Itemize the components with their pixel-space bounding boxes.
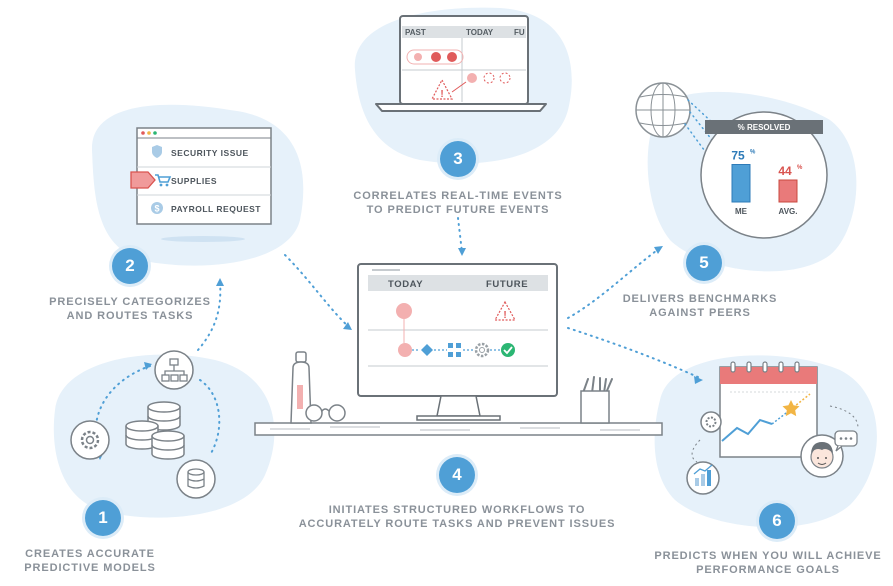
benchmark-unit-avg: % xyxy=(797,165,803,171)
step-6-line-1: PREDICTS WHEN YOU WILL ACHIEVE xyxy=(654,550,882,562)
goal-path xyxy=(691,405,859,463)
benchmark-avg-label: AVG. xyxy=(779,207,798,216)
step-1-line-2: PREDICTIVE MODELS xyxy=(24,562,156,574)
step-1-badge: 1 xyxy=(85,500,121,536)
gear-icon xyxy=(70,420,110,460)
svg-text:!: ! xyxy=(503,310,506,321)
desk xyxy=(254,422,663,436)
cart-icon xyxy=(155,174,172,187)
shield-icon xyxy=(152,145,162,158)
category-security: SECURITY ISSUE xyxy=(171,148,249,158)
category-supplies: SUPPLIES xyxy=(171,176,217,186)
step-3-badge: 3 xyxy=(440,141,476,177)
selection-tag xyxy=(130,171,156,189)
monitor: TODAY FUTURE ! xyxy=(357,263,558,421)
star-icon xyxy=(782,400,800,417)
step-2-line-1: PRECISELY CATEGORIZES xyxy=(49,296,211,308)
chart-icon xyxy=(686,461,720,495)
step-6-badge: 6 xyxy=(759,503,795,539)
database-icon xyxy=(176,459,216,499)
hierarchy-icon xyxy=(154,350,194,390)
benchmark-bar-me xyxy=(731,164,751,203)
benchmark-title: % RESOLVED xyxy=(738,123,791,132)
step-1-caption: CREATES ACCURATE PREDICTIVE MODELS xyxy=(20,547,160,575)
step-3-caption: CORRELATES REAL-TIME EVENTS TO PREDICT F… xyxy=(338,189,578,217)
benchmark-me-label: ME xyxy=(735,207,748,216)
step-5-caption: DELIVERS BENCHMARKS AGAINST PEERS xyxy=(610,292,790,320)
step-6-line-2: PERFORMANCE GOALS xyxy=(696,564,840,576)
step-5-badge: 5 xyxy=(686,245,722,281)
globe-icon xyxy=(635,82,691,138)
small-gear-icon xyxy=(700,411,722,433)
category-window: $ SECURITY ISSUE SUPPLIES PAYROLL REQUES… xyxy=(130,127,272,242)
step-4-caption: INITIATES STRUCTURED WORKFLOWS TO ACCURA… xyxy=(290,503,624,531)
benchmark-value-me: 75 xyxy=(731,149,745,163)
step-4-line-2: ACCURATELY ROUTE TASKS AND PREVENT ISSUE… xyxy=(298,518,616,530)
avatar-icon xyxy=(800,434,844,478)
calendar-icon xyxy=(719,361,818,458)
step-5-line-1: DELIVERS BENCHMARKS xyxy=(622,293,778,305)
step-4-badge: 4 xyxy=(439,457,475,493)
step-6-caption: PREDICTS WHEN YOU WILL ACHIEVE PERFORMAN… xyxy=(648,549,888,577)
step-2-line-2: AND ROUTES TASKS xyxy=(66,310,194,322)
laptop: PAST TODAY FU ! xyxy=(375,15,547,112)
alert-icon: ! xyxy=(493,300,517,321)
laptop-future-label: FU xyxy=(514,28,525,37)
svg-text:$: $ xyxy=(154,204,159,214)
glasses-icon xyxy=(305,404,346,422)
dollar-icon: $ xyxy=(151,202,163,214)
pencil-cup-icon xyxy=(580,376,613,424)
step-2-badge: 2 xyxy=(112,248,148,284)
step-3-line-2: TO PREDICT FUTURE EVENTS xyxy=(366,204,550,216)
benchmark-card: % RESOLVED 75% 44% ME AVG. xyxy=(700,111,828,239)
svg-text:!: ! xyxy=(440,89,443,100)
step-1-line-1: CREATES ACCURATE xyxy=(25,548,155,560)
step-4-line-1: INITIATES STRUCTURED WORKFLOWS TO xyxy=(328,504,586,516)
benchmark-bar-avg xyxy=(778,179,798,203)
monitor-today-label: TODAY xyxy=(388,279,423,290)
benchmark-value-avg: 44 xyxy=(778,164,792,178)
benchmark-unit-me: % xyxy=(750,150,756,156)
step-2-caption: PRECISELY CATEGORIZES AND ROUTES TASKS xyxy=(40,295,220,323)
chat-bubble-icon xyxy=(834,430,858,452)
check-icon xyxy=(501,343,515,357)
step-3-line-1: CORRELATES REAL-TIME EVENTS xyxy=(353,190,563,202)
gear-icon xyxy=(474,342,490,358)
alert-icon: ! xyxy=(431,78,453,100)
category-payroll: PAYROLL REQUEST xyxy=(171,204,261,214)
laptop-today-label: TODAY xyxy=(466,28,494,37)
laptop-past-label: PAST xyxy=(405,28,426,37)
database-stack xyxy=(125,401,185,460)
step-5-line-2: AGAINST PEERS xyxy=(649,307,751,319)
monitor-future-label: FUTURE xyxy=(486,279,528,290)
water-bottle-icon xyxy=(290,351,312,424)
